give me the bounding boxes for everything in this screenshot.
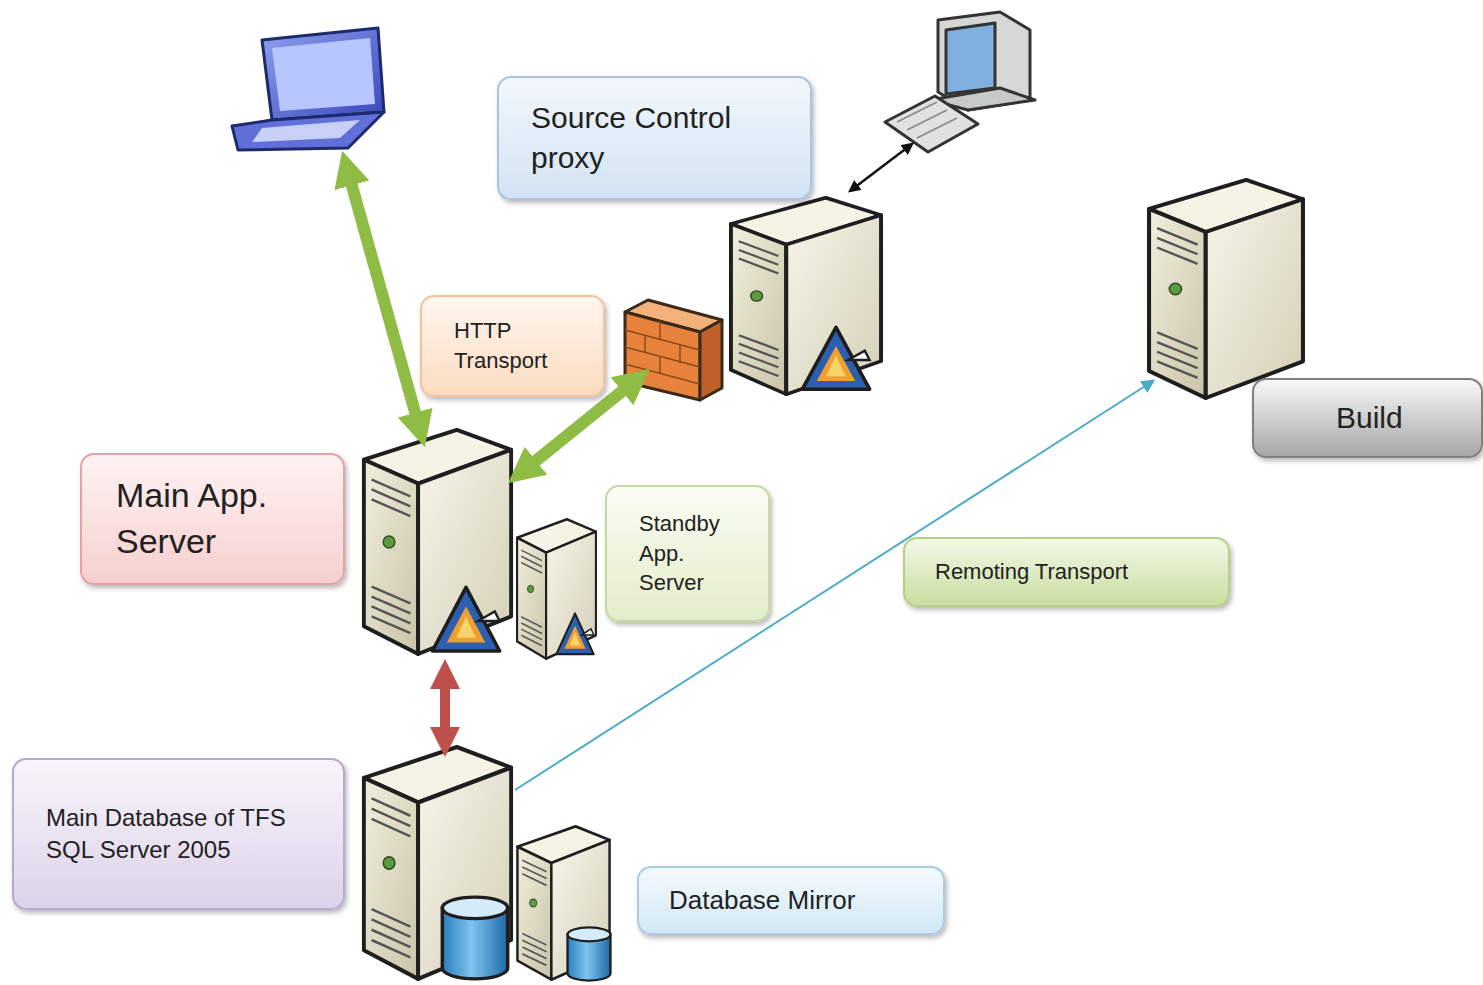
label-text: Database Mirror: [669, 883, 919, 918]
db-arrow: [440, 674, 450, 742]
standby-server: [517, 519, 596, 659]
label-text: Main Database of TFS SQL Server 2005: [46, 802, 286, 867]
tfs-logo: [802, 327, 869, 389]
database-server: [364, 747, 511, 979]
database-cylinder: [568, 927, 611, 980]
firewall-icon: [625, 300, 722, 400]
desktop-icon: [885, 12, 1035, 152]
label-text: Source Control proxy: [531, 98, 761, 179]
http-arrow: [347, 168, 420, 430]
database-cylinder: [442, 897, 507, 979]
label-box: Standby App. Server: [605, 485, 770, 622]
label-text: Build: [1336, 398, 1446, 439]
label-text: Main App. Server: [116, 473, 291, 565]
label-box: Main App. Server: [80, 453, 345, 585]
tfs-logo: [556, 614, 593, 655]
build-server: [1149, 180, 1303, 398]
label-text: Standby App. Server: [639, 509, 739, 598]
client-arrow: [850, 144, 912, 191]
mirror-server: [517, 826, 609, 979]
main-app-server: [364, 430, 511, 654]
tfs-logo: [432, 587, 499, 651]
laptop-icon: [232, 28, 384, 150]
label-text: HTTP Transport: [454, 316, 566, 375]
label-box: Source Control proxy: [497, 76, 812, 200]
label-box: Remoting Transport: [903, 537, 1230, 607]
label-box: Build: [1252, 378, 1483, 458]
label-box: HTTP Transport: [420, 295, 605, 397]
proxy-server: [731, 198, 881, 395]
label-text: Remoting Transport: [935, 557, 1195, 587]
label-box: Database Mirror: [637, 866, 945, 935]
label-box: Main Database of TFS SQL Server 2005: [12, 758, 345, 910]
